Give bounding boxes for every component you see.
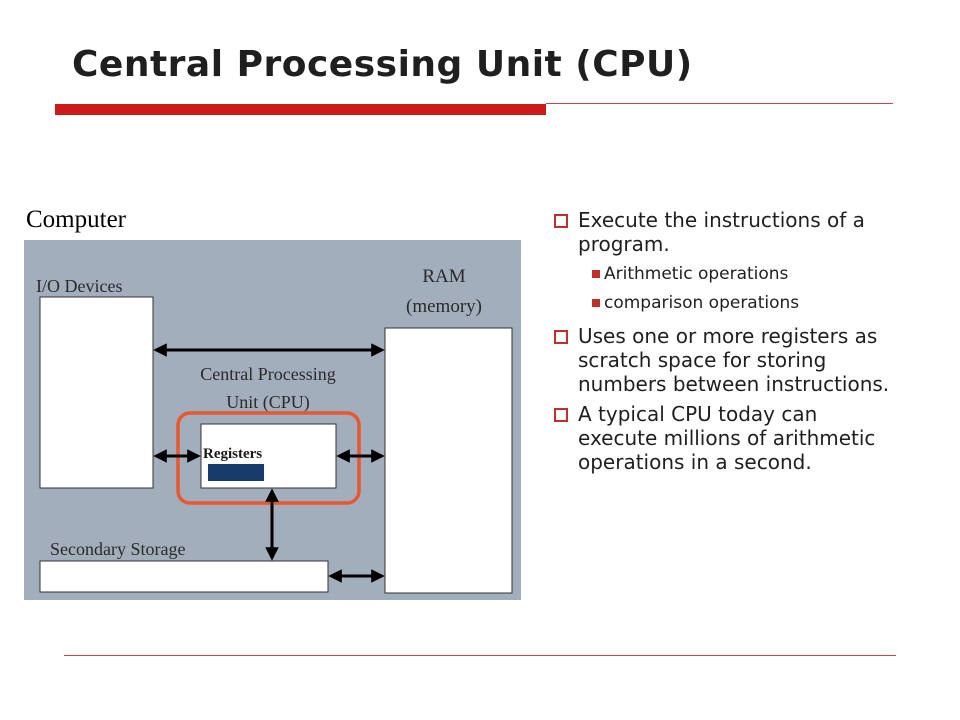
computer-label: Computer [26, 206, 127, 233]
io-devices-box [39, 296, 154, 489]
hollow-square-bullet-icon [554, 408, 568, 422]
footer-divider-line [64, 655, 896, 656]
sub-bullet-text: Arithmetic operations [604, 264, 789, 284]
register-block [208, 464, 264, 481]
secondary-storage-box [39, 560, 329, 593]
cpu-label-line2: Unit (CPU) [226, 392, 310, 413]
sub-bullet-list: Arithmetic operations comparison operati… [578, 260, 892, 318]
bullet-text: Execute the instructions of a program. [578, 208, 865, 256]
bullet-item: A typical CPU today can execute millions… [552, 402, 892, 474]
filled-square-bullet-icon [592, 299, 600, 307]
filled-square-bullet-icon [592, 270, 600, 278]
bullet-item: Uses one or more registers as scratch sp… [552, 324, 892, 396]
ram-label-line2: (memory) [406, 296, 482, 317]
secondary-storage-label: Secondary Storage [50, 539, 185, 559]
slide-title: Central Processing Unit (CPU) [72, 44, 693, 85]
sub-bullet-item: Arithmetic operations [578, 260, 892, 289]
title-accent-bar [55, 104, 546, 115]
cpu-label-line1: Central Processing [200, 364, 335, 384]
sub-bullet-text: comparison operations [604, 293, 800, 313]
ram-label-line1: RAM [422, 266, 465, 287]
bullet-list: Execute the instructions of a program. A… [552, 208, 892, 480]
bullet-text: A typical CPU today can execute millions… [578, 402, 876, 474]
title-divider-line [546, 103, 893, 104]
registers-label: Registers [203, 446, 262, 462]
bullet-item: Execute the instructions of a program. A… [552, 208, 892, 318]
sub-bullet-item: comparison operations [578, 289, 892, 318]
bullet-text: Uses one or more registers as scratch sp… [578, 324, 890, 396]
io-devices-label: I/O Devices [36, 276, 122, 296]
hollow-square-bullet-icon [554, 330, 568, 344]
hollow-square-bullet-icon [554, 214, 568, 228]
ram-box [384, 327, 513, 594]
